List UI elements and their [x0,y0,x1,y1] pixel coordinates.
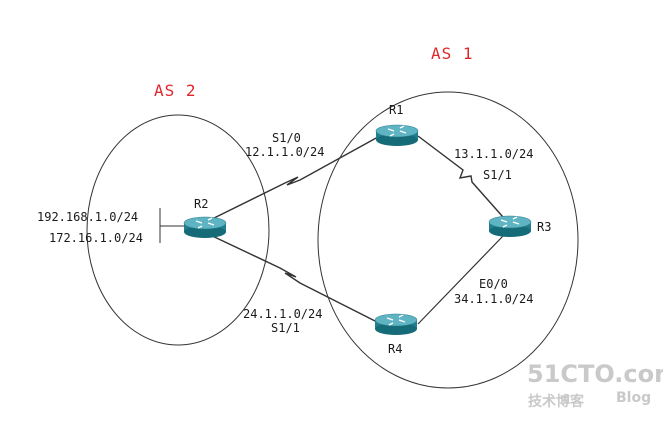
router-icon [374,313,418,335]
router-r3-label: R3 [537,220,551,234]
watermark-blog: Blog [616,390,651,406]
watermark: 51CTO.com 技术博客 Blog [527,360,663,410]
router-icon [488,215,532,237]
as1-boundary [317,91,579,389]
link-r3-r4-interface: E0/0 [479,277,508,291]
router-r1-label: R1 [389,103,403,117]
link-r2-r4-subnet: 24.1.1.0/24 [243,307,322,321]
router-icon [375,124,419,146]
router-r4[interactable] [374,313,418,335]
router-r4-label: R4 [388,342,402,356]
link-r2-r1-subnet: 12.1.1.0/24 [245,145,324,159]
r2-network-1: 192.168.1.0/24 [37,210,138,224]
watermark-tagline: 技术博客 [528,393,585,410]
link-r1-r3-subnet: 13.1.1.0/24 [454,147,533,161]
router-r1[interactable] [375,124,419,146]
router-r3[interactable] [488,215,532,237]
link-r2-r1-interface: S1/0 [272,131,301,145]
as1-label: AS 1 [431,44,474,63]
link-r2-r4 [205,232,378,323]
router-r2-label: R2 [194,197,208,211]
as2-label: AS 2 [154,81,197,100]
watermark-brand: 51CTO.com [527,360,663,388]
link-r2-r1 [205,136,379,223]
link-r3-r4-subnet: 34.1.1.0/24 [454,292,533,306]
router-icon [183,216,227,238]
router-r2[interactable] [183,216,227,238]
link-r1-r3-interface: S1/1 [483,168,512,182]
link-r2-r4-interface: S1/1 [271,321,300,335]
as2-boundary [86,114,270,346]
link-r1-r3 [417,135,504,218]
r2-network-2: 172.16.1.0/24 [49,231,143,245]
link-r3-r4 [417,235,504,325]
